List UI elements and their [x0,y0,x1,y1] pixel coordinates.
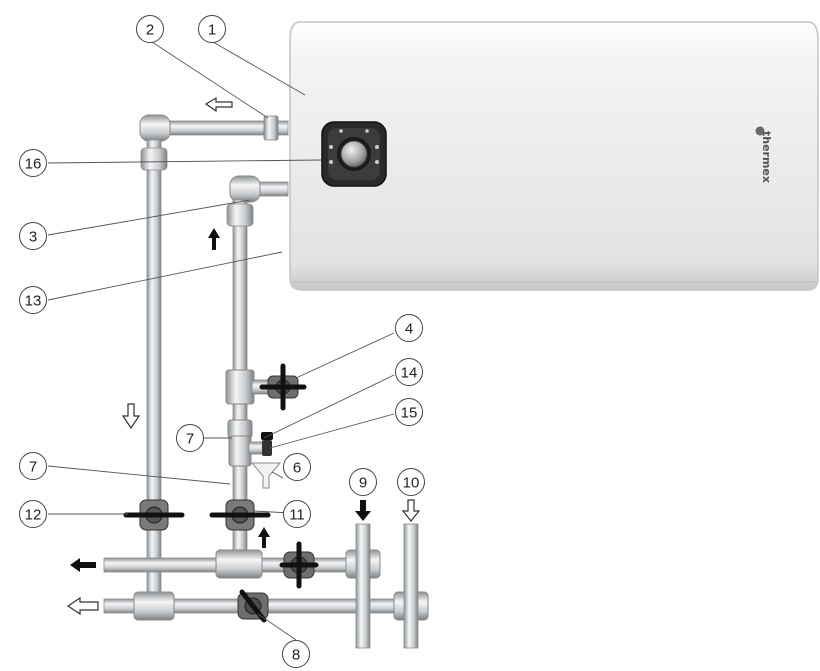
callout-1: 1 [198,15,226,43]
safety-valve-icon[interactable] [259,363,307,411]
callout-14: 14 [395,358,423,386]
mains-cold-pipe [355,523,371,649]
callout-8: 8 [282,640,310,668]
callout-15: 15 [395,398,423,426]
callout-11-label: 11 [289,507,305,524]
bypass-valve-upper-icon[interactable] [279,541,319,589]
callout-15-label: 15 [401,405,418,422]
leader-lines [47,41,395,641]
mains-hot-pipe [403,523,419,649]
callout-16: 16 [19,149,47,177]
callout-7-lower-label: 7 [29,459,37,476]
flow-arrow-mains-cold-icon [355,500,371,521]
callout-8-label: 8 [292,647,300,664]
callout-2-label: 2 [146,22,154,39]
brand-name: thermex [760,131,773,183]
shutoff-valve-cold-icon[interactable] [209,499,271,531]
callout-10: 10 [397,468,425,496]
flow-arrow-down-icon [121,403,141,430]
indicator-lights [329,129,379,164]
callout-10-label: 10 [403,475,420,492]
callout-13-label: 13 [25,293,42,310]
water-heater-tank [289,21,819,291]
callout-7-upper: 7 [176,424,204,452]
callout-9-label: 9 [359,475,367,492]
drain-valve-icon[interactable] [261,432,273,456]
flow-arrow-mains-hot-icon [401,499,421,522]
shutoff-valve-hot-icon[interactable] [123,499,185,531]
callout-7-upper-label: 7 [186,431,194,448]
callout-3-label: 3 [29,229,37,246]
drain-tee [228,435,266,467]
callout-12: 12 [19,500,47,528]
callout-11: 11 [283,500,311,528]
hot-water-outlet-pipe [139,114,289,607]
flow-arrow-cold-left-icon [70,558,96,572]
callout-6: 6 [283,453,311,481]
cold-water-inlet-pipe [226,175,289,551]
drain-funnel-icon [250,462,282,489]
callout-3: 3 [19,222,47,250]
callout-14-label: 14 [401,365,418,382]
callout-1-label: 1 [208,22,216,39]
callout-6-label: 6 [293,460,301,477]
flow-arrow-up-upper-icon [208,228,220,250]
thermostat-knob-icon[interactable] [340,140,368,168]
flow-arrow-up-lower-icon [258,527,270,548]
cold-supply-horizontal-pipe [103,549,381,579]
flow-arrow-hot-left-icon [66,596,99,616]
callout-7-lower: 7 [19,452,47,480]
callout-4-label: 4 [405,321,413,338]
coupling-fitting-upper [227,419,253,439]
bypass-valve-lower-icon[interactable] [237,589,269,623]
callout-12-label: 12 [25,507,42,524]
callout-16-label: 16 [25,156,42,173]
callout-2: 2 [136,15,164,43]
callout-9: 9 [349,468,377,496]
flow-arrow-hot-out-icon [204,96,233,113]
brand-logo: thermex [755,126,773,183]
hot-supply-horizontal-pipe [103,591,429,621]
callout-13: 13 [19,286,47,314]
callout-4: 4 [395,314,423,342]
